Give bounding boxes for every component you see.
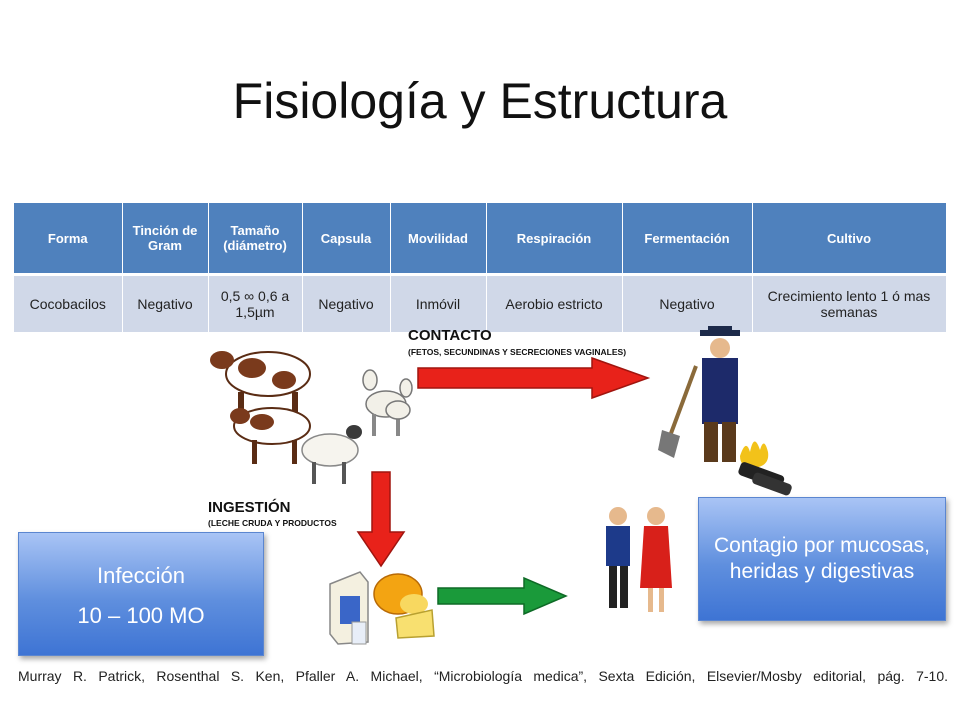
header-capsula: Capsula bbox=[302, 203, 391, 276]
header-movilidad: Movilidad bbox=[390, 203, 487, 276]
characteristics-table: Forma Tinción de Gram Tamaño (diámetro) … bbox=[14, 203, 947, 332]
table-row: Cocobacilos Negativo 0,5 ∞ 0,6 a 1,5µm N… bbox=[14, 274, 947, 332]
contacto-sublabel: (FETOS, SECUNDINAS Y SECRECIONES VAGINAL… bbox=[408, 347, 626, 357]
cell-forma: Cocobacilos bbox=[14, 274, 123, 332]
infection-title: Infección bbox=[96, 563, 186, 588]
ingestion-arrow bbox=[356, 471, 406, 568]
transmission-diagram: CONTACTO (FETOS, SECUNDINAS Y SECRECIONE… bbox=[208, 326, 792, 645]
citation: Murray R. Patrick, Rosenthal S. Ken, Pfa… bbox=[18, 668, 948, 684]
cell-movilidad: Inmóvil bbox=[390, 274, 487, 332]
cow-icon bbox=[210, 351, 311, 464]
cell-capsula: Negativo bbox=[302, 274, 391, 332]
cell-tamano: 0,5 ∞ 0,6 a 1,5µm bbox=[208, 274, 303, 332]
dairy-products-icon bbox=[329, 571, 435, 645]
contagion-text: Contagio por mucosas, heridas y digestiv… bbox=[714, 533, 930, 583]
contacto-label: CONTACTO bbox=[408, 327, 492, 344]
cell-cultivo: Crecimiento lento 1 ó mas semanas bbox=[752, 274, 947, 332]
farmer-icon bbox=[658, 326, 740, 462]
infection-dose-box: Infección 10 – 100 MO bbox=[18, 532, 264, 656]
table-header-row: Forma Tinción de Gram Tamaño (diámetro) … bbox=[14, 203, 947, 276]
contagion-box: Contagio por mucosas, heridas y digestiv… bbox=[698, 497, 946, 621]
infection-dose: 10 – 100 MO bbox=[77, 603, 205, 628]
fire-icon bbox=[738, 441, 792, 496]
contact-arrow bbox=[417, 356, 651, 400]
human-arrow bbox=[437, 576, 568, 616]
header-cultivo: Cultivo bbox=[752, 203, 947, 276]
goat-icon bbox=[362, 369, 413, 436]
cell-fermentacion: Negativo bbox=[622, 274, 753, 332]
header-fermentacion: Fermentación bbox=[622, 203, 753, 276]
cell-tincion: Negativo bbox=[122, 274, 209, 332]
slide-title: Fisiología y Estructura bbox=[232, 73, 728, 129]
header-forma: Forma bbox=[14, 203, 123, 276]
header-tamano: Tamaño (diámetro) bbox=[208, 203, 303, 276]
ingestion-label: INGESTIÓN bbox=[208, 498, 291, 516]
ingestion-sublabel: (LECHE CRUDA Y PRODUCTOS bbox=[208, 518, 337, 528]
cell-respiracion: Aerobio estricto bbox=[486, 274, 623, 332]
people-icon bbox=[606, 507, 672, 612]
sheep-icon bbox=[301, 425, 362, 484]
header-respiracion: Respiración bbox=[486, 203, 623, 276]
header-tincion: Tinción de Gram bbox=[122, 203, 209, 276]
